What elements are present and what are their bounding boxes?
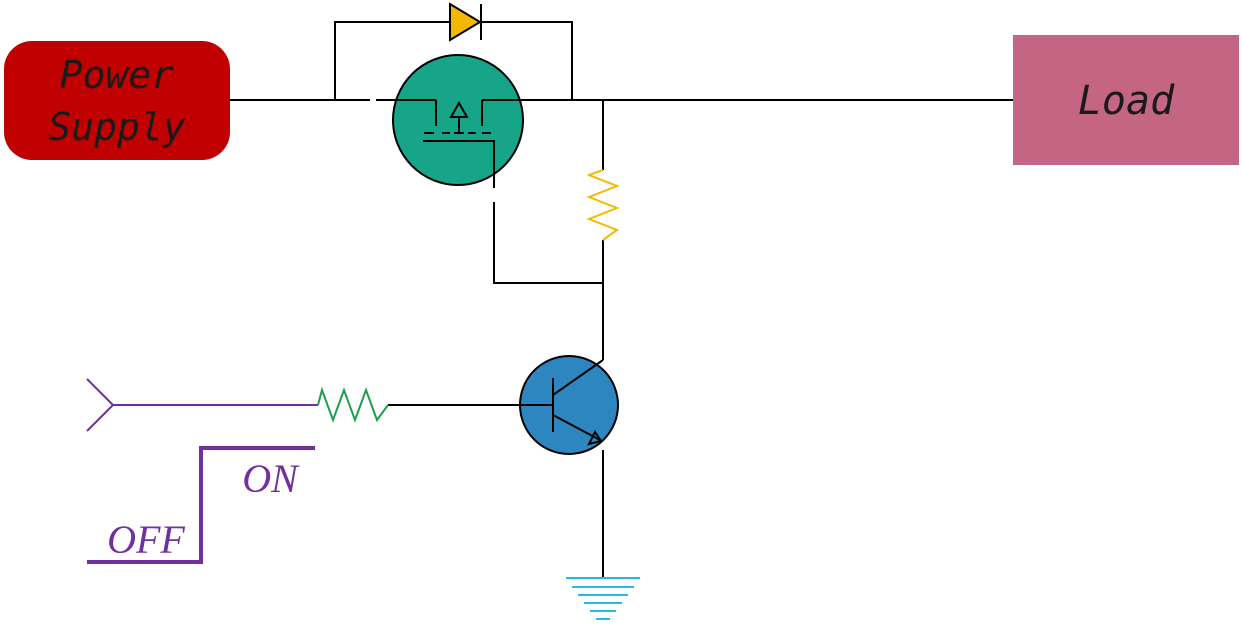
load-box <box>1013 35 1239 165</box>
emitter-arrow <box>587 430 603 446</box>
diode-icon <box>449 2 482 42</box>
on-label: ON <box>242 456 300 501</box>
wires <box>230 21 1013 578</box>
wire-gate <box>493 202 603 284</box>
resistor-icon <box>317 386 389 423</box>
power-supply-label-line1: Power <box>60 53 175 97</box>
npn-transistor-icon <box>519 355 619 455</box>
mosfet-arrow <box>449 100 469 118</box>
resistor-icon <box>586 169 620 241</box>
diode-body <box>449 2 482 42</box>
off-label: OFF <box>107 517 185 562</box>
step-waveform <box>87 446 315 564</box>
wire-diode-bypass-right <box>480 21 573 100</box>
power-supply-box <box>4 41 230 160</box>
ground-icon <box>566 577 640 620</box>
mosfet-icon <box>376 54 524 188</box>
wire-diode-bypass-left <box>334 21 450 100</box>
input-signal: ON OFF <box>86 378 318 564</box>
load-block: Load <box>1013 35 1239 165</box>
input-arrow-icon <box>86 378 115 432</box>
power-supply-block: Power Supply <box>4 41 230 160</box>
power-supply-label-line2: Supply <box>48 105 185 149</box>
load-label: Load <box>1078 78 1175 124</box>
